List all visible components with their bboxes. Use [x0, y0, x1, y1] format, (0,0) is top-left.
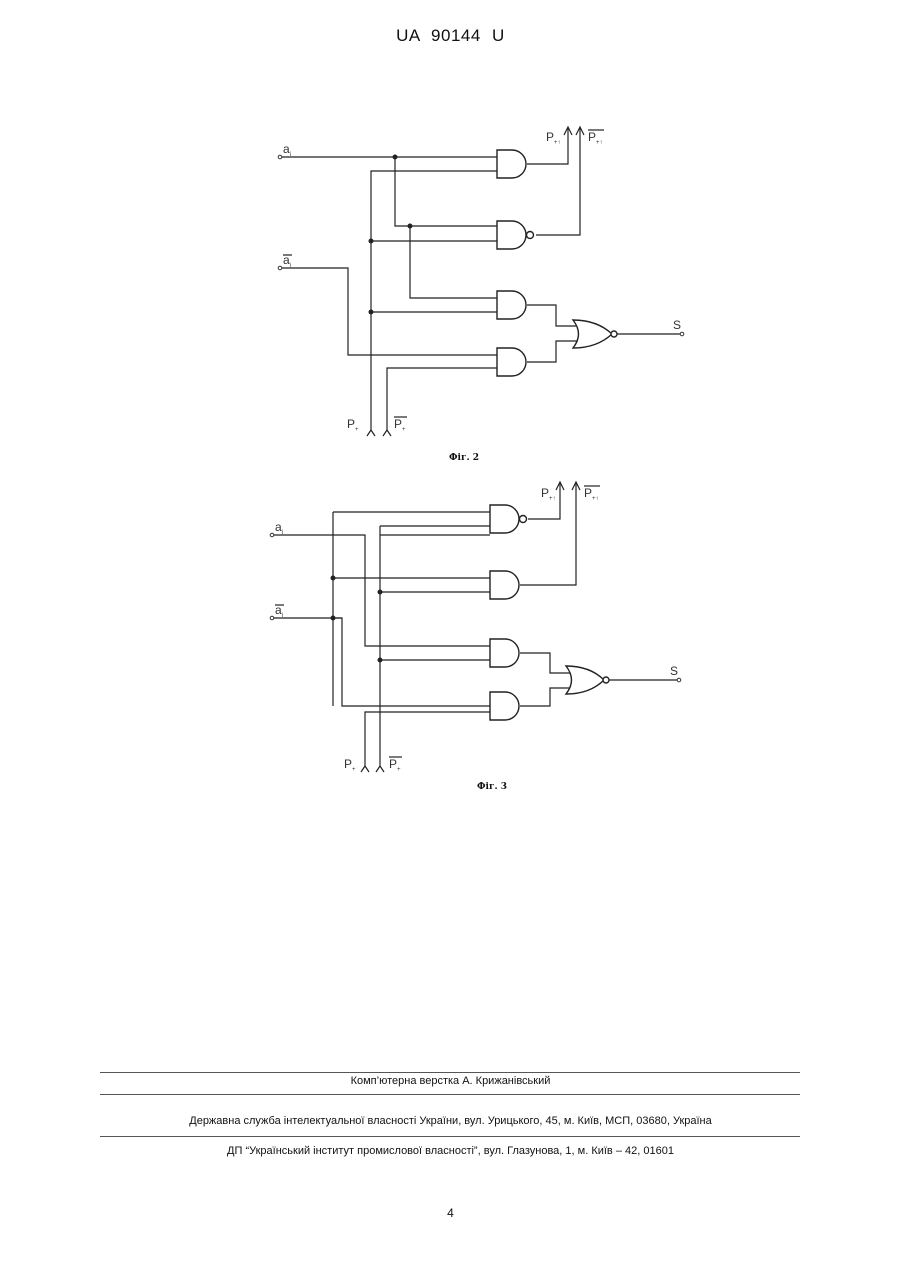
fig2-sum-label: S — [673, 318, 681, 332]
and-gate — [490, 571, 519, 599]
fig2-carry-in-bar-sub: + — [402, 427, 406, 433]
and-gate — [490, 639, 519, 667]
fig2-input-a-sub: i — [290, 152, 291, 158]
fig3-carry-out-bar-sub: +↑ — [592, 496, 599, 502]
figure-3-circuit: a i a i P +↑ P +↑ S P + P + Фіг. 3 — [270, 482, 681, 792]
and-gate — [497, 348, 526, 376]
nand-gate — [490, 505, 519, 533]
fig3-carry-out-label: P — [541, 486, 549, 500]
fig3-carry-out-bar-label: P — [584, 486, 592, 500]
fig2-carry-out-bar-label: P — [588, 130, 596, 144]
fig2-carry-out-bar-sub: +↑ — [596, 140, 603, 146]
figure-2-circuit: a i a i P +↑ P +↑ S P + P + Фіг. 2 — [278, 127, 684, 463]
fig3-carry-in-label: P — [344, 757, 352, 771]
fig2-carry-in-sub: + — [355, 427, 359, 433]
fig3-input-a-label: a — [275, 520, 282, 534]
fig3-sum-label: S — [670, 664, 678, 678]
nand-gate — [497, 221, 526, 249]
fig2-carry-in-label: P — [347, 417, 355, 431]
fig3-carry-in-sub: + — [352, 767, 356, 773]
footer-rule-mid — [100, 1094, 800, 1095]
fig3-input-a-bar-sub: i — [282, 613, 283, 619]
nor-gate — [573, 320, 612, 348]
fig3-caption: Фіг. 3 — [477, 782, 507, 792]
footer-rule-top — [100, 1072, 800, 1073]
fig2-input-a-label: a — [283, 142, 290, 156]
fig2-carry-in-bar-label: P — [394, 417, 402, 431]
page-number: 4 — [0, 1206, 901, 1220]
and-gate — [490, 692, 519, 720]
fig3-carry-in-bar-sub: + — [397, 767, 401, 773]
institute-address: ДП “Український інститут промислової вла… — [0, 1145, 901, 1157]
fig2-carry-out-label: P — [546, 130, 554, 144]
fig2-input-a-bar-sub: i — [290, 263, 291, 269]
fig2-carry-out-sub: +↑ — [554, 140, 561, 146]
office-address: Державна служба інтелектуальної власност… — [0, 1115, 901, 1127]
fig3-input-a-sub: i — [282, 530, 283, 536]
footer-rule-bottom — [100, 1136, 800, 1137]
and-gate — [497, 291, 526, 319]
nor-gate — [566, 666, 604, 694]
fig3-carry-in-bar-label: P — [389, 757, 397, 771]
and-gate — [497, 150, 526, 178]
fig3-carry-out-sub: +↑ — [549, 496, 556, 502]
fig2-caption: Фіг. 2 — [449, 453, 479, 463]
layout-credit: Комп’ютерна верстка А. Крижанівський — [0, 1075, 901, 1087]
